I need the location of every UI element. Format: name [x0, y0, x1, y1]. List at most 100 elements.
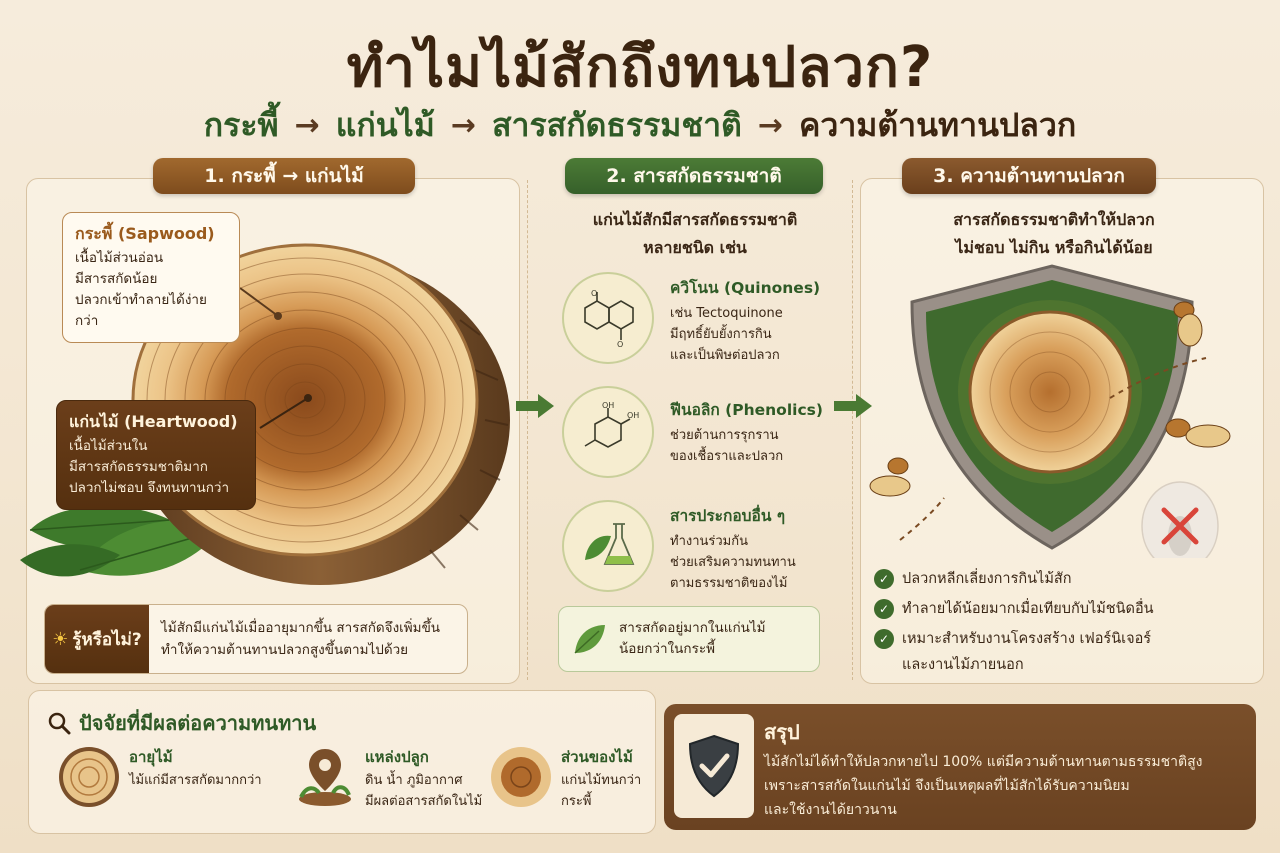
- section3-pill: 3. ความต้านทานปลวก: [902, 158, 1156, 194]
- flow-arrow: →: [294, 108, 320, 143]
- did-you-know-line: ทำให้ความต้านทานปลวกสูงขึ้นตามไปด้วย: [161, 642, 409, 658]
- factor-line: มีผลต่อสารสกัดในไม้: [365, 794, 483, 809]
- compound-line: ของเชื้อราและปลวก: [670, 449, 784, 464]
- benefit-text: และงานไม้ภายนอก: [902, 657, 1024, 673]
- molecule-icon: OH OH: [562, 386, 654, 478]
- flask-leaf-icon: [562, 500, 654, 592]
- section2-intro-line: หลายชนิด เช่น: [643, 238, 747, 257]
- section3-intro-line: ไม่ชอบ ไม่กิน หรือกินได้น้อย: [955, 238, 1153, 257]
- benefit-item: ✓ ปลวกหลีกเลี่ยงการกินไม้สัก: [874, 566, 1234, 592]
- did-you-know-tag: ☀ รู้หรือไม่?: [45, 605, 149, 673]
- factor-title: แหล่งปลูก: [365, 748, 429, 766]
- did-you-know-line: ไม้สักมีแก่นไม้เมื่ออายุมากขึ้น สารสกัดจ…: [161, 620, 441, 636]
- factor-line: แก่นไม้ทนกว่า: [561, 773, 642, 788]
- termite-icon: [869, 301, 1231, 497]
- extractive-note-line: น้อยกว่าในกระพี้: [619, 641, 715, 657]
- extractive-note: สารสกัดอยู่มากในแก่นไม้ น้อยกว่าในกระพี้: [558, 606, 820, 672]
- heartwood-callout: แก่นไม้ (Heartwood) เนื้อไม้ส่วนใน มีสาร…: [56, 400, 256, 510]
- section2-pill: 2. สารสกัดธรรมชาติ: [565, 158, 823, 194]
- factor-text: ส่วนของไม้ แก่นไม้ทนกว่า กระพี้: [561, 747, 721, 812]
- flow-subtitle: กระพี้ → แก่นไม้ → สารสกัดธรรมชาติ → ควา…: [0, 100, 1280, 151]
- check-icon: ✓: [874, 599, 894, 619]
- compound-title: สารประกอบอื่น ๆ: [670, 507, 786, 525]
- map-pin-icon: [299, 749, 351, 806]
- factor-line: ไม้แก่มีสารสกัดมากกว่า: [129, 773, 262, 788]
- section1-pill: 1. กระพี้ → แก่นไม้: [153, 158, 415, 194]
- compound-text: สารประกอบอื่น ๆ ทำงานร่วมกัน ช่วยเสริมคว…: [670, 506, 860, 594]
- divider: [527, 180, 528, 680]
- benefit-text: ปลวกหลีกเลี่ยงการกินไม้สัก: [902, 571, 1072, 587]
- sapwood-line: มีสารสกัดน้อย: [75, 271, 158, 287]
- summary-line: เพราะสารสกัดในแก่นไม้ จึงเป็นเหตุผลที่ไม…: [764, 778, 1130, 794]
- flow-step-extractives: สารสกัดธรรมชาติ: [491, 106, 742, 144]
- log-slice-icon: [59, 747, 119, 807]
- compound-text: ฟีนอลิก (Phenolics) ช่วยต้านการรุกราน ขอ…: [670, 400, 860, 467]
- heartwood-line: ปลวกไม่ชอบ จึงทนทานกว่า: [69, 480, 230, 496]
- factor-line: ดิน น้ำ ภูมิอากาศ: [365, 773, 463, 788]
- section3-intro: สารสกัดธรรมชาติทำให้ปลวก ไม่ชอบ ไม่กิน ห…: [884, 206, 1224, 262]
- svg-text:OH: OH: [627, 411, 639, 420]
- right-arrow-icon: [834, 394, 872, 418]
- no-termite-icon: [1141, 481, 1219, 558]
- summary-text: ไม้สักไม่ได้ทำให้ปลวกหายไป 100% แต่มีควา…: [764, 750, 1244, 822]
- heartwood-line: มีสารสกัดธรรมชาติมาก: [69, 459, 208, 475]
- svg-text:OH: OH: [602, 402, 614, 410]
- factor-title: ส่วนของไม้: [561, 748, 633, 766]
- check-icon: ✓: [874, 569, 894, 589]
- compound-line: ทำงานร่วมกัน: [670, 534, 749, 549]
- compound-line: ช่วยต้านการรุกราน: [670, 428, 779, 443]
- flow-arrow: →: [450, 108, 476, 143]
- compound-line: เช่น Tectoquinone: [670, 306, 783, 321]
- page-title: ทำไมไม้สักถึงทนปลวก?: [346, 35, 934, 100]
- heartwood-line: เนื้อไม้ส่วนใน: [69, 438, 148, 454]
- compound-text: ควิโนน (Quinones) เช่น Tectoquinone มีฤท…: [670, 278, 860, 366]
- section3-intro-line: สารสกัดธรรมชาติทำให้ปลวก: [953, 210, 1155, 229]
- right-arrow-icon: [516, 394, 554, 418]
- compound-quinones: O O ควิโนน (Quinones) เช่น Tectoquinone …: [562, 272, 852, 364]
- compound-title: ฟีนอลิก (Phenolics): [670, 401, 823, 419]
- section2-intro-line: แก่นไม้สักมีสารสกัดธรรมชาติ: [592, 210, 798, 229]
- sapwood-line: เนื้อไม้ส่วนอ่อน: [75, 250, 164, 266]
- factors-title: ปัจจัยที่มีผลต่อความทนทาน: [79, 711, 317, 735]
- factor-line: กระพี้: [561, 794, 592, 809]
- flow-step-resistance: ความต้านทานปลวก: [798, 106, 1077, 144]
- svg-text:O: O: [591, 289, 597, 298]
- compound-line: ช่วยเสริมความทนทาน: [670, 555, 796, 570]
- benefit-item: ✓ ทำลายได้น้อยมากเมื่อเทียบกับไม้ชนิดอื่…: [874, 596, 1234, 622]
- lightbulb-icon: ☀: [52, 628, 69, 650]
- factors-panel: ปัจจัยที่มีผลต่อความทนทาน อายุไม้ ไม้แก่…: [28, 690, 656, 834]
- sapwood-title: กระพี้ (Sapwood): [75, 224, 215, 243]
- search-icon: [48, 712, 71, 735]
- check-icon: ✓: [874, 629, 894, 649]
- shield-check-icon: [674, 714, 754, 818]
- did-you-know-label: รู้หรือไม่?: [72, 629, 142, 650]
- did-you-know-text: ไม้สักมีแก่นไม้เมื่ออายุมากขึ้น สารสกัดจ…: [149, 617, 452, 661]
- factor-text: แหล่งปลูก ดิน น้ำ ภูมิอากาศ มีผลต่อสารสก…: [365, 747, 525, 812]
- compound-line: มีฤทธิ์ยับยั้งการกิน: [670, 327, 772, 342]
- shield-illustration: [869, 264, 1231, 558]
- sapwood-line: ปลวกเข้าทำลายได้ง่ายกว่า: [75, 292, 207, 329]
- summary-line: ไม้สักไม่ได้ทำให้ปลวกหายไป 100% แต่มีควา…: [764, 754, 1203, 770]
- benefit-item: ✓ เหมาะสำหรับงานโครงสร้าง เฟอร์นิเจอร์ แ…: [874, 626, 1234, 678]
- summary-title: สรุป: [764, 720, 800, 744]
- heartwood-title: แก่นไม้ (Heartwood): [69, 412, 238, 431]
- benefit-list: ✓ ปลวกหลีกเลี่ยงการกินไม้สัก ✓ ทำลายได้น…: [874, 566, 1234, 682]
- benefit-text: เหมาะสำหรับงานโครงสร้าง เฟอร์นิเจอร์: [902, 631, 1152, 647]
- factor-title: อายุไม้: [129, 748, 173, 766]
- compound-line: ตามธรรมชาติของไม้: [670, 576, 788, 591]
- factors-heading: ปัจจัยที่มีผลต่อความทนทาน: [47, 707, 316, 739]
- leaf-icon: [574, 625, 605, 654]
- svg-text:O: O: [617, 340, 623, 348]
- summary-box: สรุป ไม้สักไม่ได้ทำให้ปลวกหายไป 100% แต่…: [664, 704, 1256, 830]
- factor-text: อายุไม้ ไม้แก่มีสารสกัดมากกว่า: [129, 747, 289, 791]
- compound-line: และเป็นพิษต่อปลวก: [670, 348, 780, 363]
- extractive-note-line: สารสกัดอยู่มากในแก่นไม้: [619, 620, 766, 636]
- molecule-icon: O O: [562, 272, 654, 364]
- flow-arrow: →: [757, 108, 783, 143]
- flow-step-sapwood: กระพี้: [203, 106, 279, 144]
- compound-phenolics: OH OH ฟีนอลิก (Phenolics) ช่วยต้านการรุก…: [562, 386, 852, 478]
- summary-line: และใช้งานได้ยาวนาน: [764, 802, 897, 818]
- did-you-know-box: ☀ รู้หรือไม่? ไม้สักมีแก่นไม้เมื่ออายุมา…: [44, 604, 468, 674]
- flow-step-heartwood: แก่นไม้: [335, 106, 435, 144]
- compound-title: ควิโนน (Quinones): [670, 279, 821, 297]
